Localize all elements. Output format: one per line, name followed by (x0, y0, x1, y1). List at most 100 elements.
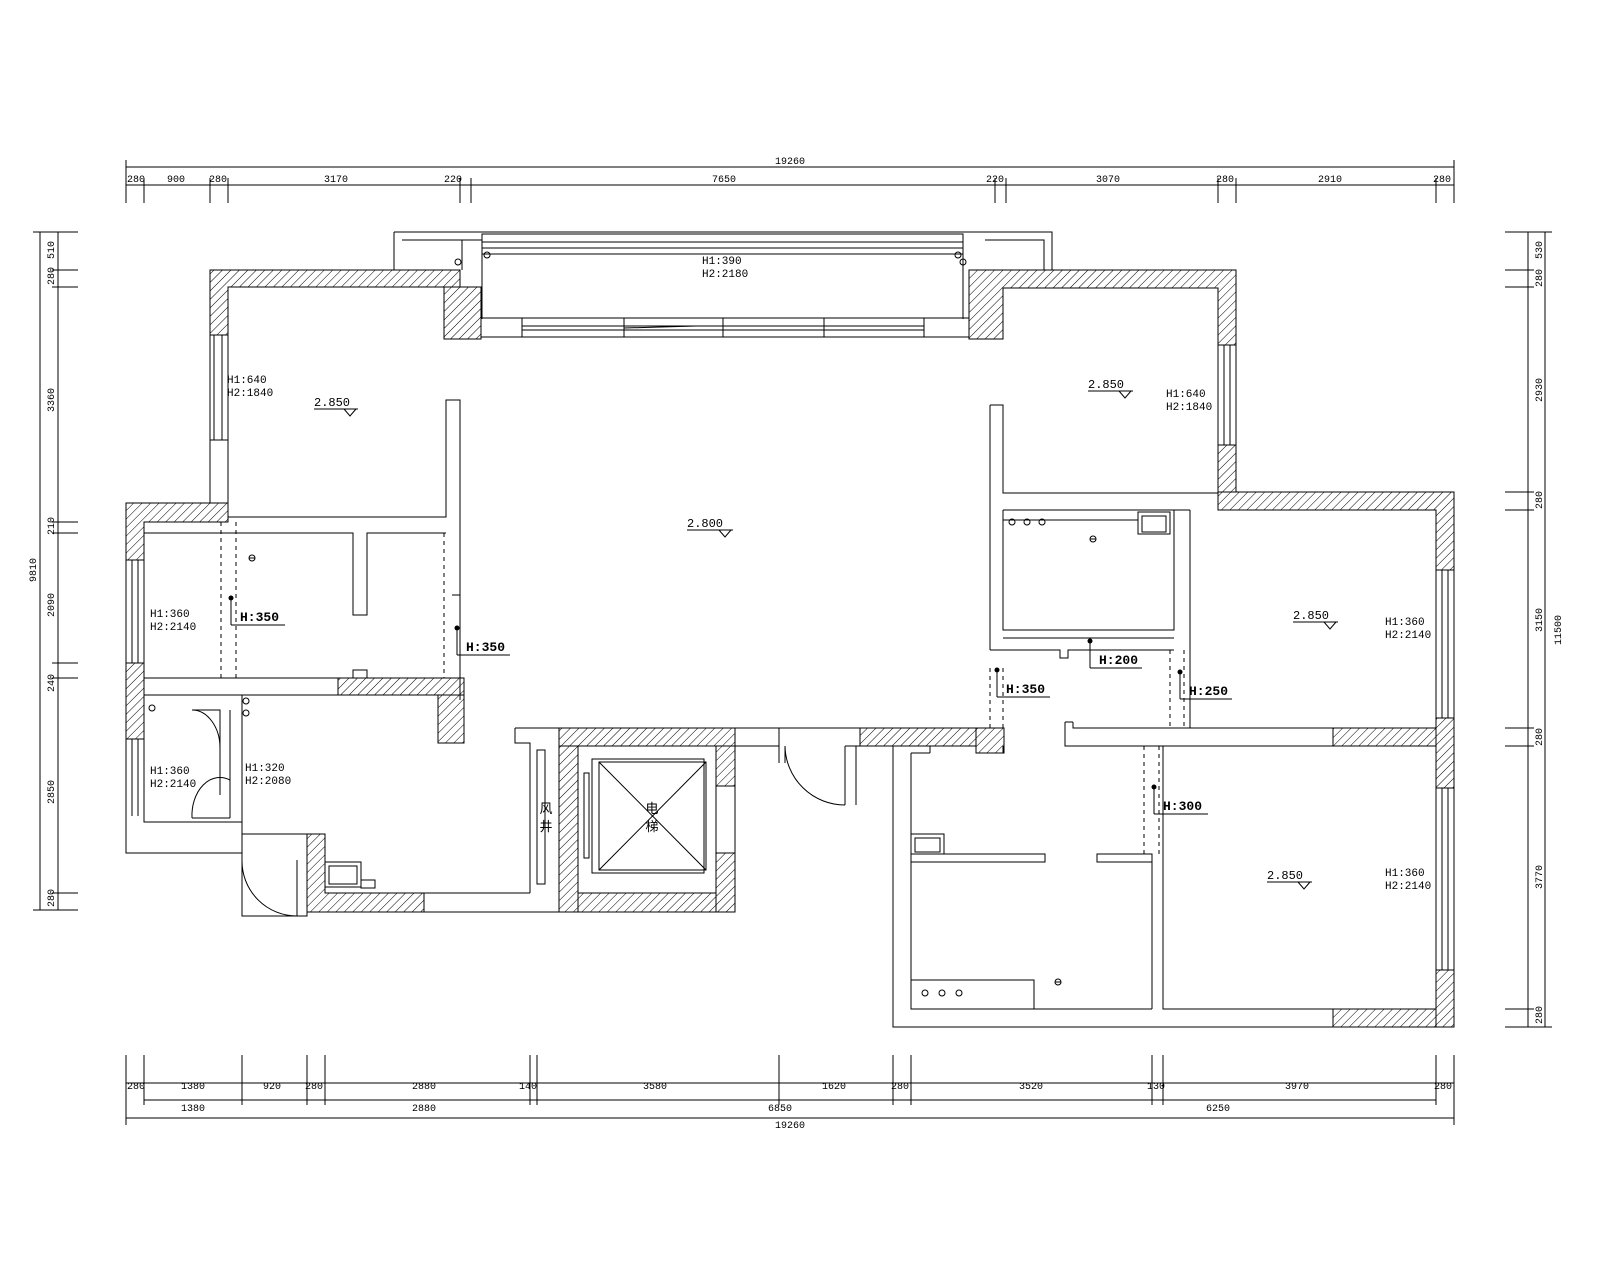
dashed-openings (220, 522, 1185, 854)
right-dim-4: 280 (1535, 491, 1546, 509)
bottom-dim-7: 3580 (643, 1082, 667, 1093)
window-labels: H1:390 H2:2180 H1:640 H2:1840 H1:640 H2:… (150, 256, 1431, 893)
bottom-dim-11: 130 (1147, 1082, 1165, 1093)
level-marker-ne: 2.850 (1088, 378, 1133, 399)
level-room-se: 2.850 (1267, 869, 1303, 883)
window-kitchen-left-h1: H1:320 (245, 763, 285, 775)
window-bed-right-lower-h2: H2:2140 (1385, 881, 1431, 893)
top-dim-3: 280 (209, 175, 227, 186)
top-dim-5: 220 (444, 175, 462, 186)
right-total-dimension: 11500 (1554, 615, 1565, 645)
right-dim-2: 280 (1535, 269, 1546, 287)
bottom-dim-2: 1380 (181, 1082, 205, 1093)
bottom-dim-10: 3520 (1019, 1082, 1043, 1093)
bottom-dim-12: 3970 (1285, 1082, 1309, 1093)
window-balcony-h2: H2:2180 (702, 269, 748, 281)
height-label-2: H:350 (466, 640, 505, 655)
top-dim-1: 280 (127, 175, 145, 186)
bottom-dim-13: 280 (1434, 1082, 1452, 1093)
level-marker-nw: 2.850 (314, 396, 358, 417)
left-dim-3: 3360 (47, 388, 58, 412)
window-balcony-h1: H1:390 (702, 256, 742, 268)
window-bed-right-upper-h1: H1:360 (1385, 617, 1425, 629)
window-living-left-h2: H2:1840 (227, 388, 273, 400)
bottom-sub-1: 1380 (181, 1104, 205, 1115)
bottom-dim-1: 280 (127, 1082, 145, 1093)
level-markers: 2.800 2.850 2.850 2.850 2.850 (314, 378, 1338, 890)
level-living: 2.800 (687, 517, 723, 531)
height-label-5: H:250 (1189, 684, 1228, 699)
top-dim-6: 7650 (712, 175, 736, 186)
left-dimensions: 9810 510 280 3360 210 2090 240 2850 280 (29, 231, 78, 911)
plan-lines (125, 231, 1455, 1028)
left-dim-2: 280 (47, 267, 58, 285)
bottom-dim-9: 280 (891, 1082, 909, 1093)
height-marker-4: H:350 (994, 667, 1050, 698)
level-room-e: 2.850 (1293, 609, 1329, 623)
top-dim-4: 3170 (324, 175, 348, 186)
left-dim-8: 280 (47, 889, 58, 907)
window-living-left-h1: H1:640 (227, 375, 267, 387)
bottom-dim-8: 1620 (822, 1082, 846, 1093)
window-room-left-h2: H2:2140 (150, 622, 196, 634)
bottom-sub-2: 2880 (412, 1104, 436, 1115)
level-marker-living: 2.800 (687, 517, 733, 538)
height-label-3: H:200 (1099, 653, 1138, 668)
bottom-dim-5: 2880 (412, 1082, 436, 1093)
elevator-label-2: 梯 (645, 820, 658, 835)
top-total-dimension: 19260 (775, 157, 805, 168)
height-markers: H:350 H:350 H:200 H:350 H:250 (228, 595, 1232, 815)
level-room-nw: 2.850 (314, 396, 350, 410)
bottom-dim-3: 920 (263, 1082, 281, 1093)
window-bed-right-lower-h1: H1:360 (1385, 868, 1425, 880)
right-dim-6: 280 (1535, 728, 1546, 746)
right-dim-1: 530 (1535, 241, 1546, 259)
bottom-total-dimension: 19260 (775, 1121, 805, 1132)
window-living-right-h1: H1:640 (1166, 389, 1206, 401)
top-dim-10: 2910 (1318, 175, 1342, 186)
level-marker-e: 2.850 (1293, 609, 1338, 630)
bottom-dim-4: 280 (305, 1082, 323, 1093)
height-label-4: H:350 (1006, 682, 1045, 697)
top-dim-8: 3070 (1096, 175, 1120, 186)
level-marker-se: 2.850 (1267, 869, 1312, 890)
left-dim-6: 240 (47, 674, 58, 692)
height-label-1: H:350 (240, 610, 279, 625)
elevator-label-1: 电 (645, 802, 658, 817)
right-dim-7: 3770 (1535, 865, 1546, 889)
bottom-dim-6: 140 (519, 1082, 537, 1093)
window-bed-right-upper-h2: H2:2140 (1385, 630, 1431, 642)
walls (125, 269, 1455, 1028)
height-marker-6: H:300 (1151, 784, 1208, 815)
height-marker-5: H:250 (1177, 669, 1232, 700)
right-dim-5: 3150 (1535, 608, 1546, 632)
right-dimensions: 11500 530 280 2930 280 3150 280 3770 280 (1505, 231, 1565, 1028)
window-bath-left-h2: H2:2140 (150, 779, 196, 791)
bottom-sub-3: 6850 (768, 1104, 792, 1115)
level-room-ne: 2.850 (1088, 378, 1124, 392)
shaft-label-2: 井 (539, 820, 552, 835)
left-dim-1: 510 (47, 241, 58, 259)
bottom-sub-4: 6250 (1206, 1104, 1230, 1115)
bottom-dimensions: 280 1380 920 280 2880 140 3580 1620 280 … (125, 1055, 1455, 1132)
height-marker-1: H:350 (228, 595, 285, 626)
core-labels: 风 井 电 梯 (539, 802, 658, 835)
right-dim-3: 2930 (1535, 378, 1546, 402)
height-label-6: H:300 (1163, 799, 1202, 814)
window-room-left-h1: H1:360 (150, 609, 190, 621)
window-kitchen-left-h2: H2:2080 (245, 776, 291, 788)
height-marker-2: H:350 (454, 625, 510, 656)
window-bath-left-h1: H1:360 (150, 766, 190, 778)
top-dim-7: 220 (986, 175, 1004, 186)
window-living-right-h2: H2:1840 (1166, 402, 1212, 414)
shaft-label-1: 风 (539, 802, 552, 817)
top-dimensions: 19260 280 900 280 3170 220 7650 220 3070… (125, 157, 1455, 203)
top-dim-2: 900 (167, 175, 185, 186)
height-marker-3: H:200 (1087, 638, 1142, 669)
top-dim-9: 280 (1216, 175, 1234, 186)
right-dim-8: 280 (1535, 1006, 1546, 1024)
left-dim-4: 210 (47, 517, 58, 535)
left-total-dimension: 9810 (29, 558, 40, 582)
left-dim-5: 2090 (47, 593, 58, 617)
